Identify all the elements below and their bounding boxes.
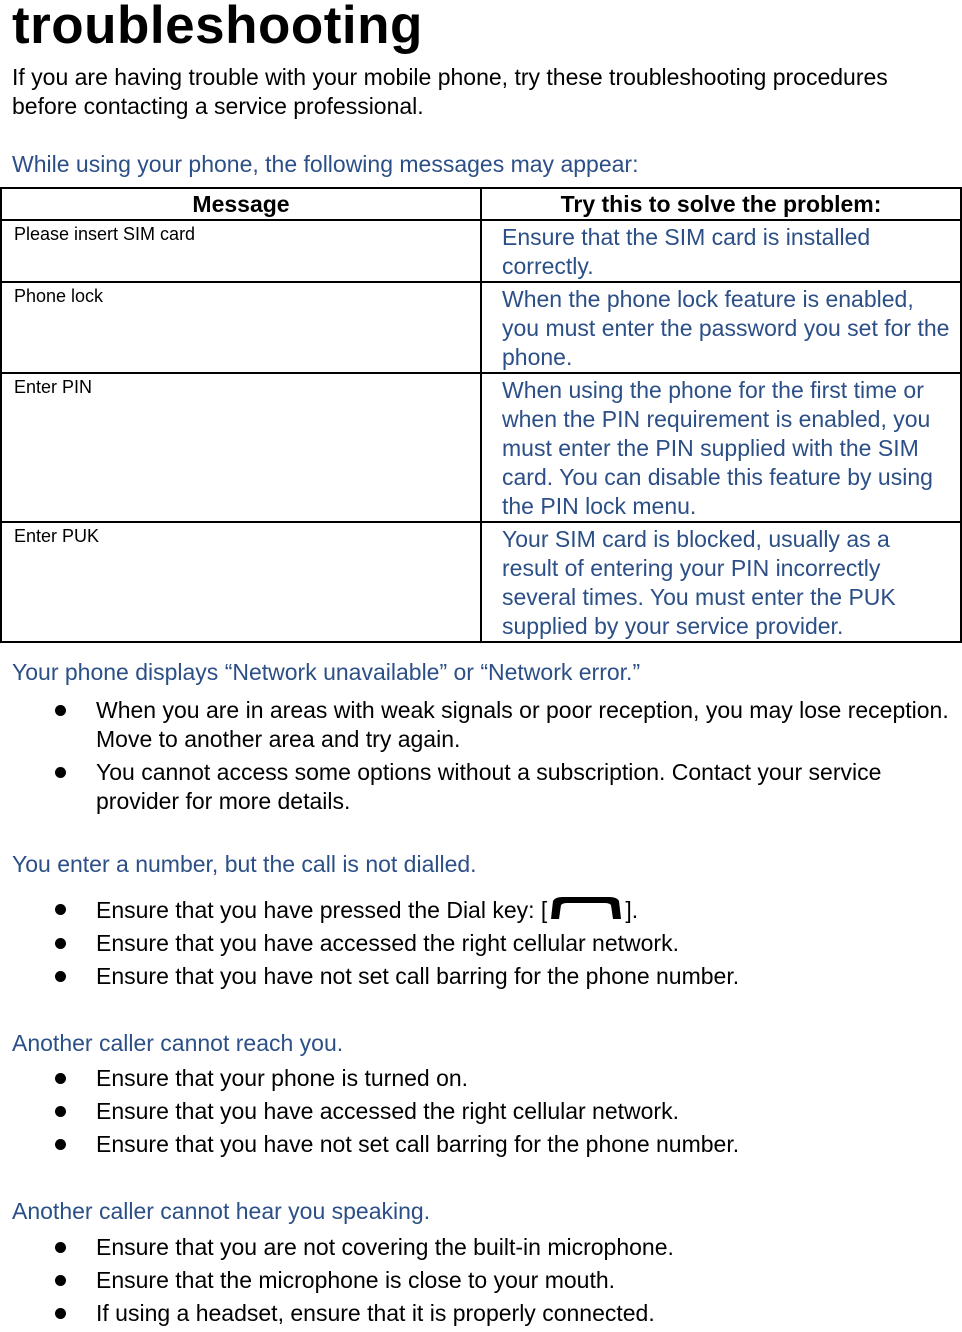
list-item: You cannot access some options without a…	[0, 758, 962, 816]
dial-key-icon	[551, 897, 622, 919]
message-cell: Phone lock	[0, 281, 482, 374]
list-item-text: If using a headset, ensure that it is pr…	[96, 1300, 655, 1326]
solution-cell: Ensure that the SIM card is installed co…	[480, 219, 962, 283]
list-item: Ensure that the microphone is close to y…	[0, 1266, 962, 1295]
bullet-icon	[55, 1139, 66, 1150]
list-item: When you are in areas with weak signals …	[0, 696, 962, 754]
list-item: Ensure that you have not set call barrin…	[0, 1130, 962, 1159]
list-item-text: Ensure that you have not set call barrin…	[96, 1131, 740, 1157]
list-item: If using a headset, ensure that it is pr…	[0, 1299, 962, 1328]
list-item-text: Ensure that the microphone is close to y…	[96, 1267, 616, 1293]
list-item-text: Ensure that you have pressed the Dial ke…	[96, 897, 548, 923]
intro-paragraph: If you are having trouble with your mobi…	[12, 64, 888, 119]
bullet-icon	[55, 971, 66, 982]
bullet-list-cannot-reach: Ensure that your phone is turned on. Ens…	[0, 1064, 962, 1163]
list-item-text: ].	[625, 897, 639, 923]
solution-cell: When the phone lock feature is enabled, …	[480, 281, 962, 374]
bullet-icon	[55, 1073, 66, 1084]
bullet-icon	[55, 938, 66, 949]
message-cell: Enter PIN	[0, 372, 482, 523]
section-heading-cannot-reach: Another caller cannot reach you.	[12, 1030, 344, 1056]
table-header-row: Message Try this to solve the problem:	[0, 187, 962, 221]
list-item: Ensure that your phone is turned on.	[0, 1064, 962, 1093]
header-message: Message	[0, 187, 482, 221]
list-item-text: You cannot access some options without a…	[96, 759, 882, 814]
list-item-text: When you are in areas with weak signals …	[96, 697, 949, 752]
bullet-icon	[55, 767, 66, 778]
bullet-icon	[55, 904, 66, 915]
bullet-list-not-dialled: Ensure that you have pressed the Dial ke…	[0, 895, 962, 995]
bullet-icon	[55, 1308, 66, 1319]
bullet-list-cannot-hear: Ensure that you are not covering the bui…	[0, 1233, 962, 1332]
message-cell: Enter PUK	[0, 521, 482, 643]
solution-cell: Your SIM card is blocked, usually as a r…	[480, 521, 962, 643]
bullet-icon	[55, 1275, 66, 1286]
list-item-text: Ensure that you are not covering the bui…	[96, 1234, 674, 1260]
header-solution: Try this to solve the problem:	[480, 187, 962, 221]
list-item: Ensure that you have not set call barrin…	[0, 962, 962, 991]
section-heading-network: Your phone displays “Network unavailable…	[12, 659, 641, 685]
list-item-text: Ensure that your phone is turned on.	[96, 1065, 469, 1091]
list-item-text: Ensure that you have accessed the right …	[96, 930, 679, 956]
list-item: Ensure that you have accessed the right …	[0, 929, 962, 958]
table-row: Enter PUK Your SIM card is blocked, usua…	[0, 521, 962, 643]
list-item: Ensure that you are not covering the bui…	[0, 1233, 962, 1262]
list-item-text: Ensure that you have not set call barrin…	[96, 963, 740, 989]
table-row: Phone lock When the phone lock feature i…	[0, 281, 962, 374]
solution-cell: When using the phone for the first time …	[480, 372, 962, 523]
table-row: Enter PIN When using the phone for the f…	[0, 372, 962, 523]
bullet-icon	[55, 1106, 66, 1117]
bullet-icon	[55, 1242, 66, 1253]
page-title: troubleshooting	[12, 0, 423, 55]
bullet-icon	[55, 705, 66, 716]
bullet-list-network: When you are in areas with weak signals …	[0, 696, 962, 820]
list-item: Ensure that you have pressed the Dial ke…	[0, 895, 962, 925]
table-row: Please insert SIM card Ensure that the S…	[0, 219, 962, 283]
list-item-text: Ensure that you have accessed the right …	[96, 1098, 679, 1124]
section-heading-cannot-hear: Another caller cannot hear you speaking.	[12, 1198, 431, 1224]
messages-heading: While using your phone, the following me…	[12, 151, 639, 177]
messages-table: Message Try this to solve the problem: P…	[0, 187, 962, 643]
list-item: Ensure that you have accessed the right …	[0, 1097, 962, 1126]
section-heading-not-dialled: You enter a number, but the call is not …	[12, 851, 477, 877]
message-cell: Please insert SIM card	[0, 219, 482, 283]
